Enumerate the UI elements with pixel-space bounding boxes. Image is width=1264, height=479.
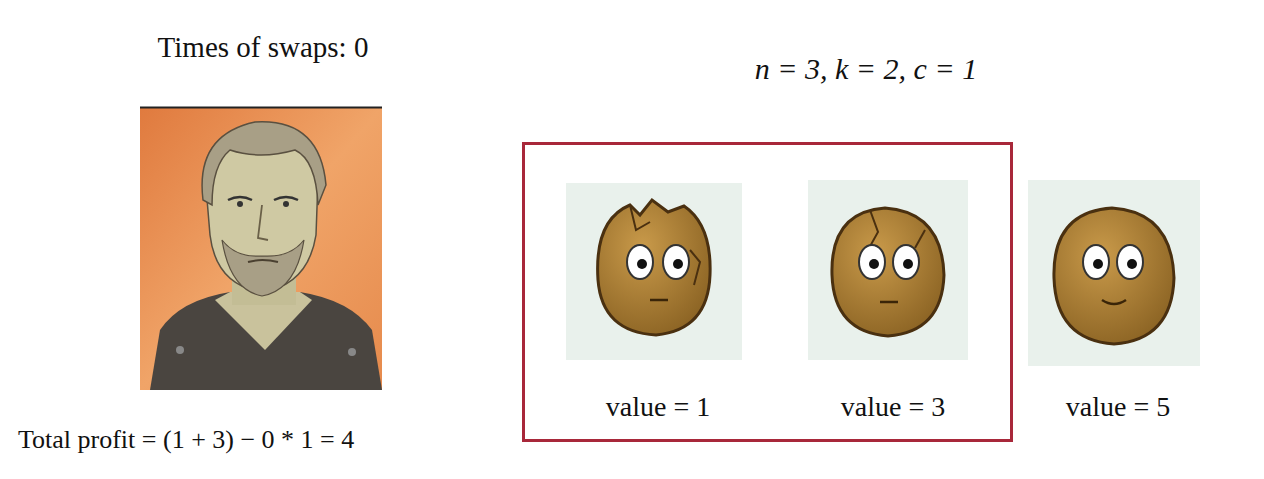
item-tile: value = 5 (1028, 180, 1208, 430)
wallnut-cracked (832, 208, 944, 336)
value-label: value = 5 (1028, 390, 1208, 424)
selection-frame: value = 1 value = 3 (522, 142, 1013, 442)
portrait (140, 107, 382, 390)
wallnut-damaged (598, 200, 711, 335)
swap-counter: Times of swaps: 0 (0, 29, 526, 65)
tile-background (1028, 180, 1200, 366)
wallnut-intact (1054, 208, 1174, 344)
item-tile: value = 1 (566, 183, 750, 428)
tile-background (566, 183, 742, 360)
parameters: n = 3, k = 2, c = 1 (616, 51, 1116, 87)
tile-background (808, 180, 968, 360)
item-tile: value = 3 (808, 183, 978, 428)
profit-formula: Total profit = (1 + 3) − 0 * 1 = 4 (18, 422, 518, 458)
value-label: value = 3 (808, 390, 978, 424)
value-label: value = 1 (566, 390, 750, 424)
